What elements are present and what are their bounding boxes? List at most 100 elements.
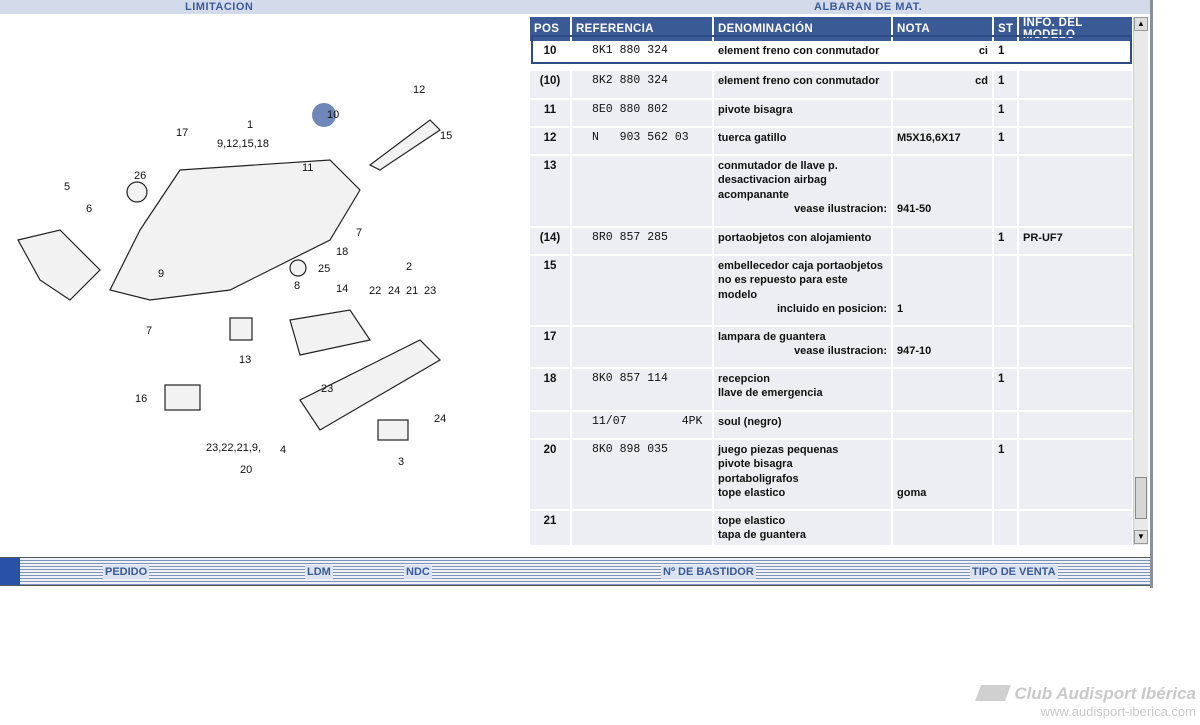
callout-label[interactable]: 15 [440, 130, 452, 142]
callout-label[interactable]: 9 [158, 268, 164, 280]
cell-nota: M5X16,6X17 [892, 127, 994, 156]
column-header-pos[interactable]: POS [530, 17, 572, 41]
cell-st: 1 [993, 99, 1019, 128]
callout-label[interactable]: 7 [146, 325, 152, 337]
callout-label[interactable]: 9,12,15,18 [217, 138, 269, 150]
scroll-down-icon[interactable]: ▼ [1134, 530, 1148, 544]
tipo-venta-button[interactable]: TIPO DE VENTA [970, 565, 1058, 579]
panel-title-bar: LIMITACION ALBARAN DE MAT. [0, 0, 1150, 14]
callout-label[interactable]: 17 [176, 127, 188, 139]
callout-label[interactable]: 2 [406, 261, 412, 273]
cell-den-sub: incluido en posicion: [777, 303, 887, 316]
pedido-button[interactable]: PEDIDO [103, 565, 150, 579]
cell-den-text: juego piezas pequenas pivote bisagra por… [718, 444, 839, 500]
cell-info [1018, 127, 1133, 156]
callout-label[interactable]: 4 [280, 444, 286, 456]
cell-st [993, 326, 1019, 369]
callout-label[interactable]: 24 [434, 413, 446, 425]
callout-label[interactable]: 10 [327, 109, 339, 121]
cell-st: 1 [993, 41, 1019, 71]
callout-label[interactable]: 11 [302, 162, 313, 174]
callout-label[interactable]: 7 [356, 227, 362, 239]
club-logo-icon [975, 685, 1012, 701]
bottom-toolbar: PEDIDO LDM NDC Nº DE BASTIDOR TIPO DE VE… [0, 557, 1150, 586]
column-header-ref[interactable]: REFERENCIA [571, 17, 714, 41]
callout-label[interactable]: 25 [318, 263, 330, 275]
callout-label[interactable]: 16 [135, 393, 147, 405]
cell-ref [571, 155, 714, 228]
cell-ref: N 903 562 03 [571, 127, 714, 156]
cell-nota [892, 411, 994, 440]
window-border [1150, 0, 1153, 588]
cell-nota [892, 227, 994, 256]
callout-label[interactable]: 26 [134, 170, 146, 182]
cell-den: pivote bisagra [713, 99, 893, 128]
right-panel-title: ALBARAN DE MAT. [814, 1, 923, 13]
cell-den-text: element freno con conmutador [718, 75, 880, 87]
column-header-den[interactable]: DENOMINACIÓN [713, 17, 893, 41]
callout-label[interactable]: 24 [388, 285, 400, 297]
scroll-thumb[interactable] [1135, 477, 1147, 519]
cell-pos: (10) [530, 70, 572, 100]
callout-label[interactable]: 23 [321, 383, 333, 395]
callout-label[interactable]: 22 [369, 285, 381, 297]
ndc-button[interactable]: NDC [404, 565, 432, 579]
cell-den-sub: vease ilustracion: [794, 345, 887, 358]
callout-label[interactable]: 23 [424, 285, 436, 297]
cell-ref [571, 255, 714, 327]
cell-nota [892, 99, 994, 128]
table-scrollbar[interactable]: ▲ ▼ [1133, 17, 1148, 545]
column-header-info[interactable]: INFO. DEL MODELO [1018, 17, 1133, 41]
cell-den-text: embellecedor caja portaobjetos no es rep… [718, 260, 884, 301]
bastidor-button[interactable]: Nº DE BASTIDOR [661, 565, 756, 579]
cell-ref: 8K1 880 324 [571, 41, 714, 71]
column-header-st[interactable]: ST [993, 17, 1019, 41]
cell-st: 1 [993, 439, 1019, 511]
cell-st [993, 155, 1019, 228]
cell-ref: 8E0 880 802 [571, 99, 714, 128]
part-16 [164, 384, 201, 411]
callout-label[interactable]: 6 [86, 203, 92, 215]
callout-label[interactable]: 5 [64, 181, 70, 193]
callout-label[interactable]: 13 [239, 354, 251, 366]
cell-info [1018, 411, 1133, 440]
cell-info [1018, 439, 1133, 511]
callout-label[interactable]: 18 [336, 246, 348, 258]
cell-pos: 13 [530, 155, 572, 228]
callout-label[interactable]: 8 [294, 280, 300, 292]
callout-label[interactable]: 3 [398, 456, 404, 468]
callout-label[interactable]: 23,22,21,9, [206, 442, 261, 454]
callout-label[interactable]: 14 [336, 283, 348, 295]
callout-label[interactable]: 20 [240, 464, 252, 476]
cell-den: element freno con conmutador [713, 41, 893, 71]
callout-label[interactable]: 12 [413, 84, 425, 96]
cell-den: portaobjetos con alojamiento [713, 227, 893, 256]
side-trim-left [17, 229, 101, 301]
switch-26 [126, 181, 148, 203]
tray-14 [289, 309, 371, 356]
item-10 [312, 103, 336, 127]
callout-label[interactable]: 1 [247, 119, 253, 131]
column-header-nota[interactable]: NOTA [892, 17, 994, 41]
cell-info [1018, 255, 1133, 327]
scroll-up-icon[interactable]: ▲ [1134, 17, 1148, 31]
ldm-button[interactable]: LDM [305, 565, 333, 579]
cell-nota: 947-10 [892, 326, 994, 369]
cell-den-text: tope elastico tapa de guantera no es rep… [718, 515, 807, 545]
trim-strip-15 [368, 119, 441, 171]
callout-label[interactable]: 21 [406, 285, 418, 297]
cell-ref: 8K0 857 114 [571, 368, 714, 412]
cell-nota: goma [892, 439, 994, 511]
